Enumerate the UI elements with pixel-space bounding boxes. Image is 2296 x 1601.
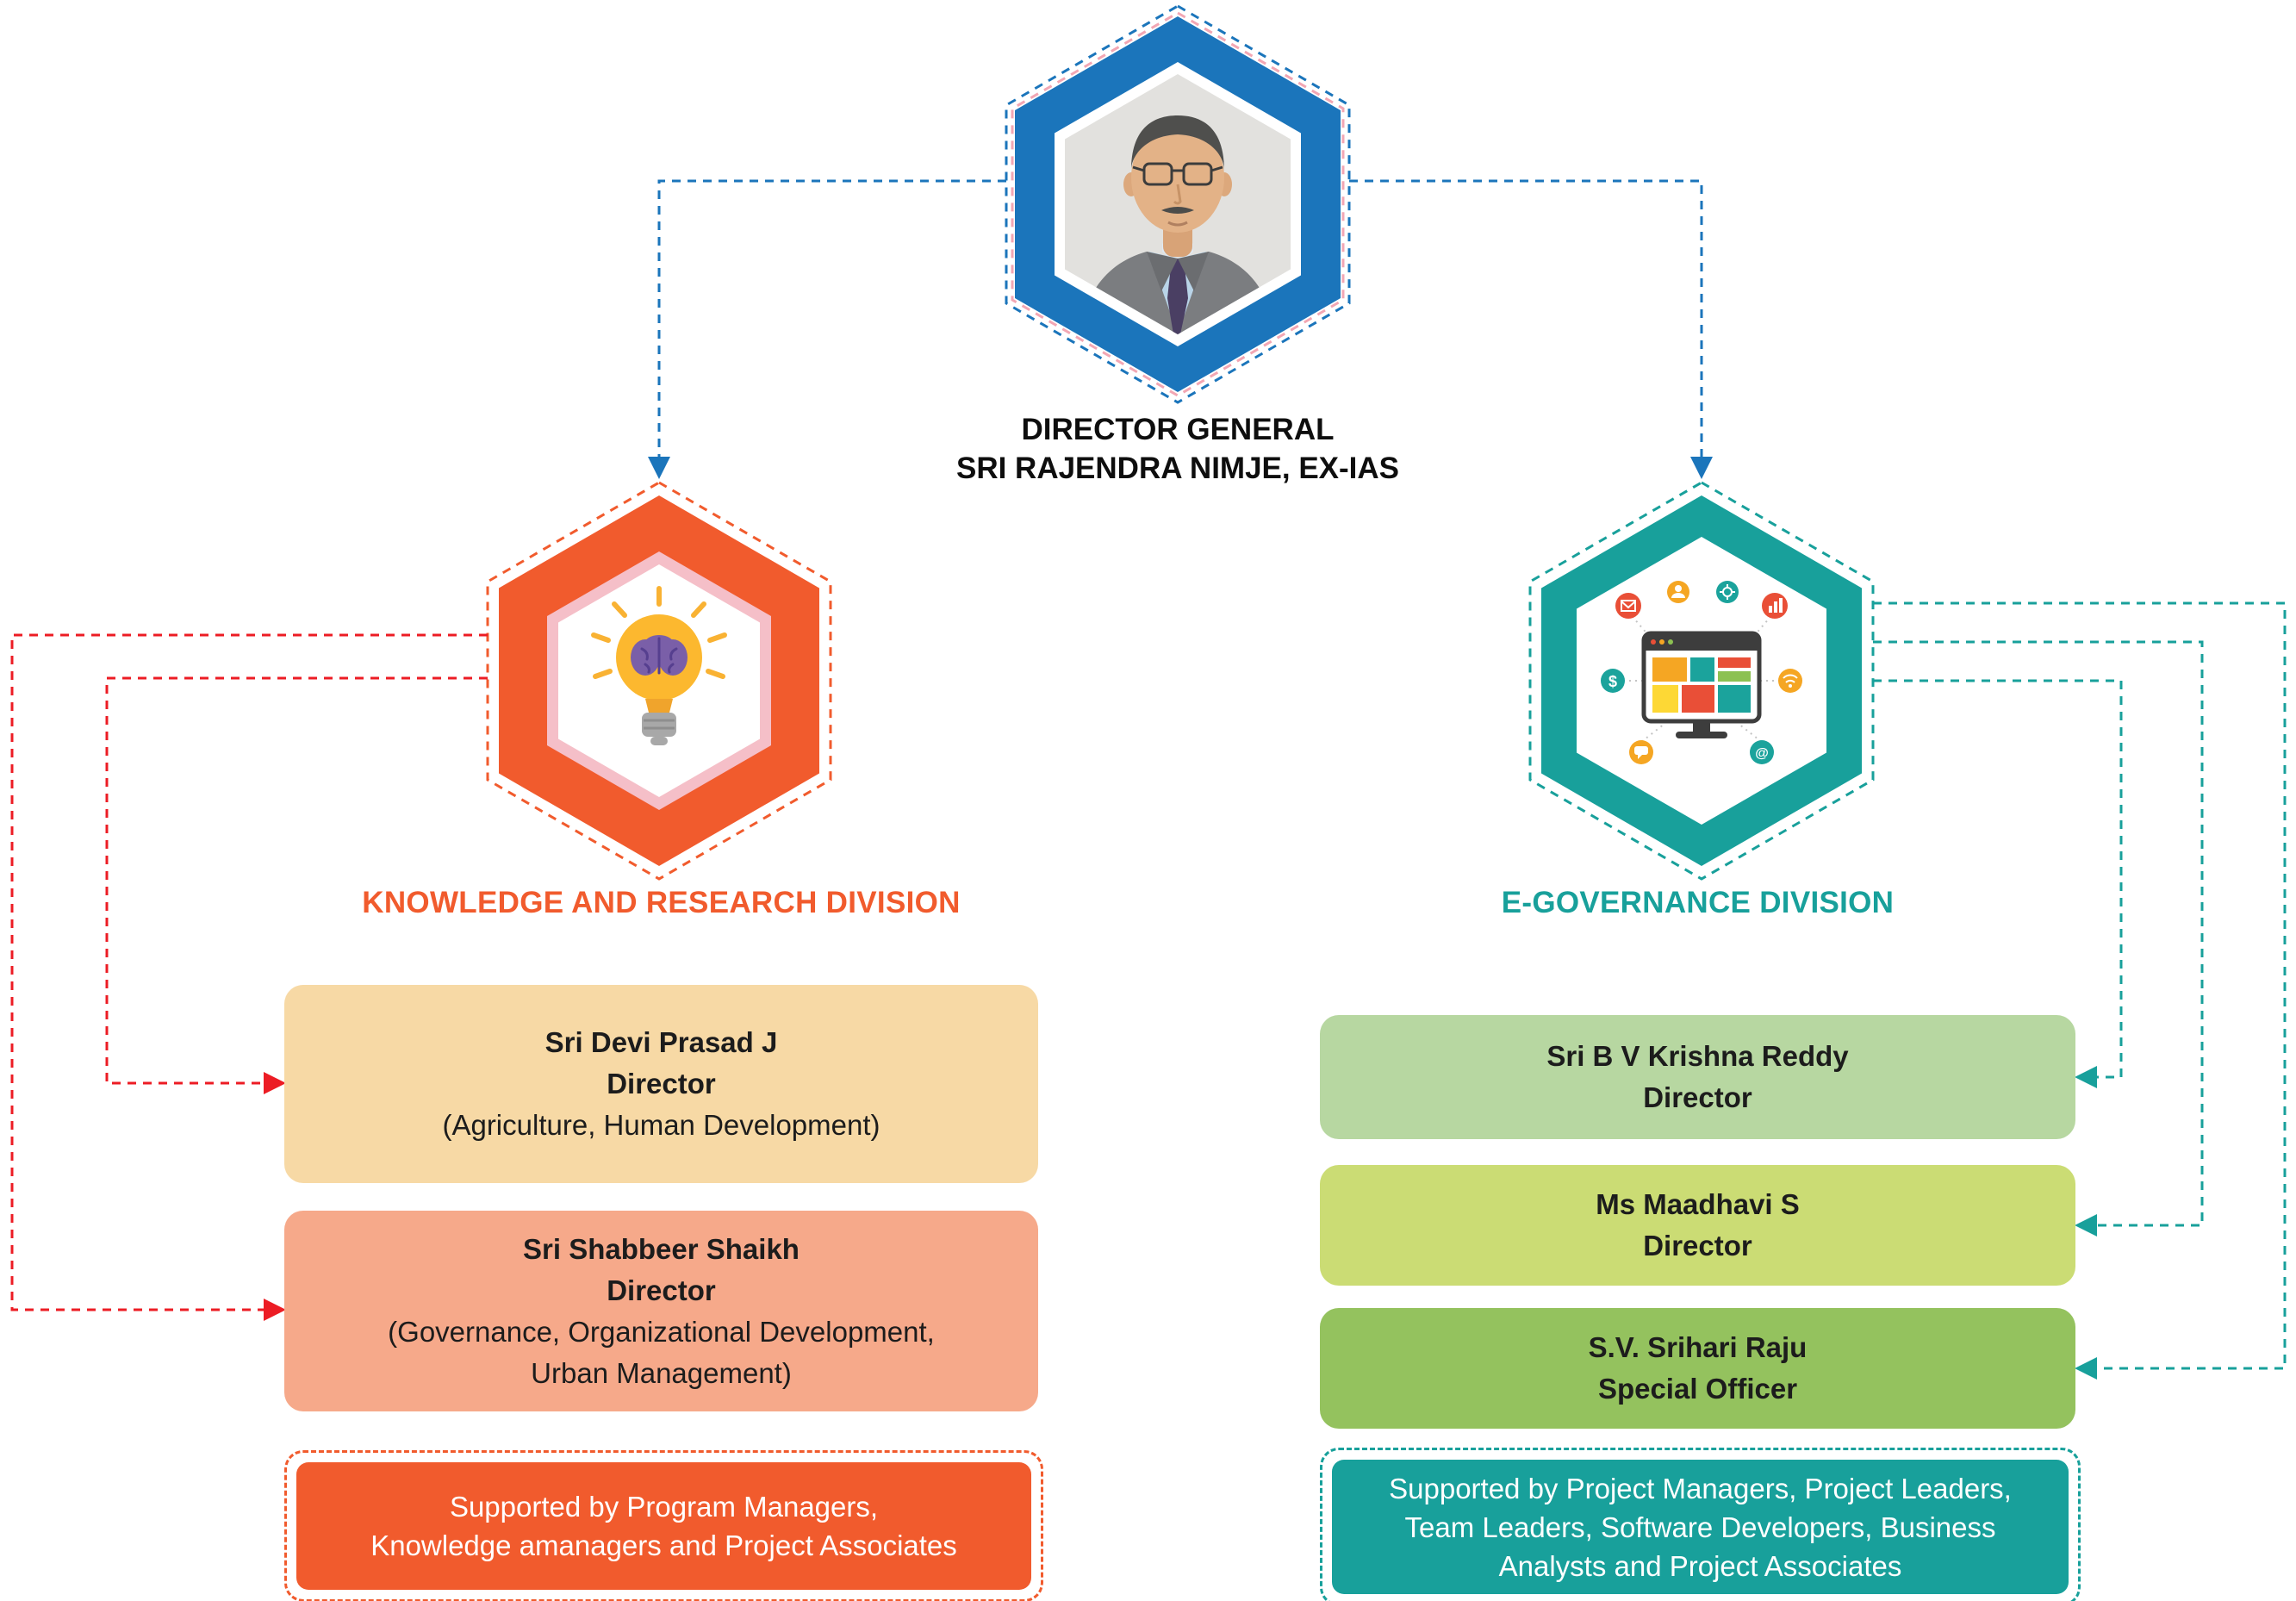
at-icon: @ (1750, 740, 1774, 764)
support-text: Supported by Project Managers, Project L… (1389, 1472, 2012, 1504)
arrow-right-shabbeer (264, 1299, 286, 1321)
member-role: Director (1643, 1081, 1752, 1113)
member-name: Sri B V Krishna Reddy (1546, 1040, 1849, 1072)
connector-knowledge-devi (105, 676, 488, 1085)
settings-icon (1716, 581, 1739, 603)
member-name: Sri Devi Prasad J (544, 1026, 778, 1058)
knowledge-support-fill: Supported by Program Managers, Knowledge… (296, 1462, 1031, 1590)
chat-icon (1629, 740, 1653, 764)
director-hexagon (1015, 16, 1341, 392)
connector-egov-maadhavi (1873, 640, 2204, 1227)
knowledge-hex-outline (486, 481, 832, 881)
member-name: S.V. Srihari Raju (1588, 1331, 1808, 1363)
member-role: Director (607, 1274, 716, 1306)
support-text: Supported by Program Managers, (449, 1491, 879, 1523)
member-box-krishna-reddy: Sri B V Krishna Reddy Director (1320, 1015, 2075, 1139)
director-caption: DIRECTOR GENERAL SRI RAJENDRA NIMJE, EX-… (833, 410, 1522, 488)
chart-icon (1762, 593, 1788, 619)
currency-icon: $ (1601, 669, 1625, 693)
arrow-down-egov (1690, 457, 1713, 479)
email-icon (1615, 593, 1641, 619)
egov-division-label: E-GOVERNANCE DIVISION (1501, 886, 1895, 919)
knowledge-support-box: Supported by Program Managers, Knowledge… (284, 1450, 1043, 1601)
member-detail: Urban Management) (531, 1356, 792, 1389)
arrow-left-krishna (2075, 1066, 2097, 1088)
director-hex-outline-pink (1011, 11, 1345, 397)
support-text: Knowledge amanagers and Project Associat… (370, 1529, 957, 1561)
svg-text:@: @ (1755, 746, 1769, 761)
connector-knowledge-shabbeer (10, 633, 488, 1311)
idea-bulb-icon (591, 586, 727, 745)
arrow-left-maadhavi (2075, 1214, 2097, 1237)
egov-hex-outline (1528, 481, 1875, 881)
arrow-down-knowledge (648, 457, 670, 479)
arrow-right-devi (264, 1072, 286, 1094)
connector-egov-srihari (1873, 601, 2287, 1370)
member-name: Ms Maadhavi S (1596, 1188, 1800, 1220)
wifi-icon (1778, 669, 1802, 693)
member-role: Director (1643, 1230, 1752, 1261)
member-role: Director (607, 1068, 716, 1100)
knowledge-hexagon (499, 495, 819, 866)
member-detail: (Governance, Organizational Development, (388, 1315, 935, 1348)
user-icon (1667, 581, 1689, 603)
svg-text:$: $ (1608, 673, 1617, 690)
connector-egov-krishna (1873, 679, 2123, 1079)
member-role: Special Officer (1597, 1373, 1798, 1405)
knowledge-division-label: KNOWLEDGE AND RESEARCH DIVISION (362, 886, 961, 919)
member-box-devi-prasad: Sri Devi Prasad J Director (Agriculture,… (284, 985, 1038, 1183)
support-text: Analysts and Project Associates (1498, 1549, 1902, 1582)
director-hex-outline (1005, 4, 1351, 404)
egov-support-box: Supported by Project Managers, Project L… (1320, 1448, 2081, 1601)
member-box-srihari-raju: S.V. Srihari Raju Special Officer (1320, 1308, 2075, 1429)
digital-services-icon: $ @ (1601, 581, 1802, 764)
egov-hexagon: $ @ (1541, 495, 1862, 866)
member-detail: (Agriculture, Human Development) (442, 1109, 880, 1141)
director-name: SRI RAJENDRA NIMJE, EX-IAS (955, 452, 1400, 485)
support-text: Team Leaders, Software Developers, Busin… (1404, 1511, 1996, 1543)
member-box-shabbeer-shaikh: Sri Shabbeer Shaikh Director (Governance… (284, 1211, 1038, 1411)
member-name: Sri Shabbeer Shaikh (523, 1232, 800, 1265)
connector-director-knowledge (657, 179, 1006, 458)
egov-support-fill: Supported by Project Managers, Project L… (1332, 1460, 2069, 1594)
director-title: DIRECTOR GENERAL (1021, 413, 1335, 446)
member-box-maadhavi: Ms Maadhavi S Director (1320, 1165, 2075, 1286)
arrow-left-srihari (2075, 1357, 2097, 1380)
